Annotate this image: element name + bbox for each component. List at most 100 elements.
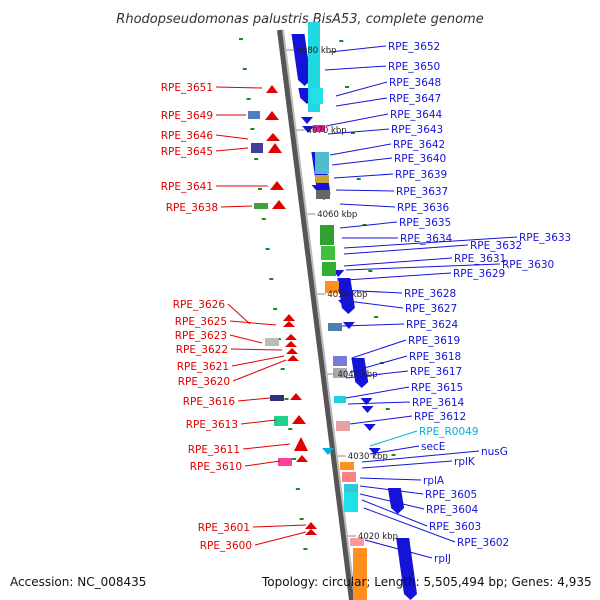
gene-box (320, 225, 334, 245)
leader-line (345, 263, 501, 271)
tick-mark (295, 488, 300, 490)
right-gene-label: RPE_3640 (394, 153, 446, 165)
tick-mark (288, 428, 293, 430)
left-label-group: RPE_3651RPE_3649RPE_3646RPE_3645RPE_3641… (161, 82, 252, 552)
tick-mark (265, 248, 270, 250)
right-gene-label: RPE_3632 (470, 240, 522, 252)
right-gene-label: RPE_3627 (405, 303, 457, 315)
right-gene-label: RPE_3628 (404, 288, 456, 300)
ruler-label: 4060 kbp (317, 210, 357, 220)
leader-line (252, 524, 307, 528)
tick-mark (246, 98, 251, 100)
tick-mark (242, 68, 247, 70)
leader-line (240, 419, 277, 425)
tick-mark (350, 132, 355, 134)
right-gene-label: RPE_R0049 (419, 426, 479, 438)
plus-arrow (270, 181, 284, 190)
right-gene-label: RPE_3618 (409, 351, 461, 363)
genome-backbone (277, 29, 355, 600)
tick-mark (261, 218, 266, 220)
right-gene-label: RPE_3633 (519, 232, 571, 244)
left-gene-label: RPE_3621 (177, 361, 229, 373)
leader-line (325, 113, 389, 127)
tick-mark (284, 398, 289, 400)
leader-line (244, 460, 281, 467)
left-gene-label: RPE_3616 (183, 396, 236, 408)
left-gene-label: RPE_3651 (161, 82, 213, 94)
minus-strand-gene (337, 278, 355, 314)
leader-line (335, 97, 388, 107)
right-gene-label: nusG (481, 446, 508, 458)
right-gene-label: RPE_3605 (425, 489, 477, 501)
left-gene-label: RPE_3626 (173, 299, 226, 311)
leader-line (361, 450, 480, 463)
right-gene-label: RPE_3615 (411, 382, 463, 394)
minus-arrow (311, 185, 324, 192)
tick-mark (391, 454, 396, 456)
tick-mark (345, 86, 350, 88)
left-gene-label: RPE_3649 (161, 110, 213, 122)
leader-line (343, 244, 469, 255)
plus-arrow (266, 85, 278, 93)
plus-arrow (283, 321, 295, 327)
tick-mark (299, 518, 304, 520)
gene-box (270, 395, 284, 401)
leader-line (339, 203, 396, 208)
right-gene-label: RPE_3604 (426, 504, 479, 516)
tick-mark (250, 128, 255, 130)
left-gene-label: RPE_3601 (198, 522, 250, 534)
leader-line (329, 45, 387, 53)
minus-strand-gene (396, 538, 417, 600)
leader-line (349, 415, 413, 425)
right-gene-label: RPE_3630 (502, 259, 554, 271)
left-gene-label: RPE_3611 (188, 444, 240, 456)
gene-box (322, 262, 336, 276)
leader-line (347, 401, 411, 405)
ruler-label: 4080 kbp (297, 46, 337, 56)
left-gene-label: RPE_3646 (161, 130, 214, 142)
right-gene-label: RPE_3642 (393, 139, 445, 151)
plus-arrow (290, 393, 302, 400)
right-gene-label: rplK (454, 456, 476, 468)
plus-arrow (287, 355, 299, 361)
summary-text: Topology: circular; Length: 5,505,494 bp… (261, 575, 592, 589)
left-gene-label: RPE_3622 (176, 344, 228, 356)
tick-mark (385, 408, 390, 410)
right-gene-label: RPE_3619 (408, 335, 460, 347)
leader-line (339, 221, 398, 229)
gene-box (316, 190, 330, 199)
gene-box (274, 416, 288, 426)
right-gene-label: RPE_3648 (389, 77, 441, 89)
tick-mark (254, 158, 259, 160)
left-gene-label: RPE_3625 (175, 316, 227, 328)
minus-strand-gene (387, 488, 405, 514)
right-gene-label: RPE_3602 (457, 537, 509, 549)
gene-box (344, 492, 358, 512)
leader-line (331, 157, 393, 166)
gene-box (328, 323, 342, 331)
leader-line (364, 539, 433, 559)
right-gene-label: RPE_3636 (397, 202, 450, 214)
gene-box (336, 421, 350, 431)
left-gene-label: RPE_3641 (161, 181, 213, 193)
left-gene-label: RPE_3610 (190, 461, 242, 473)
gene-box (325, 281, 339, 293)
gene-box (350, 538, 364, 546)
right-gene-label: RPE_3635 (399, 217, 451, 229)
gene-box (315, 175, 329, 183)
leader-line (343, 257, 453, 267)
gene-box (342, 472, 356, 482)
right-gene-label: secE (421, 441, 445, 453)
right-gene-label: RPE_3650 (388, 61, 440, 73)
leader-line (242, 443, 291, 450)
leader-line (230, 348, 283, 351)
right-gene-label: RPE_3644 (390, 109, 443, 121)
right-gene-label: RPE_3639 (395, 169, 447, 181)
leader-line (227, 303, 251, 325)
leader-line (343, 236, 518, 249)
plus-arrow (294, 437, 308, 451)
minus-arrow (302, 126, 315, 133)
leader-line (359, 477, 422, 481)
leader-line (335, 81, 388, 97)
